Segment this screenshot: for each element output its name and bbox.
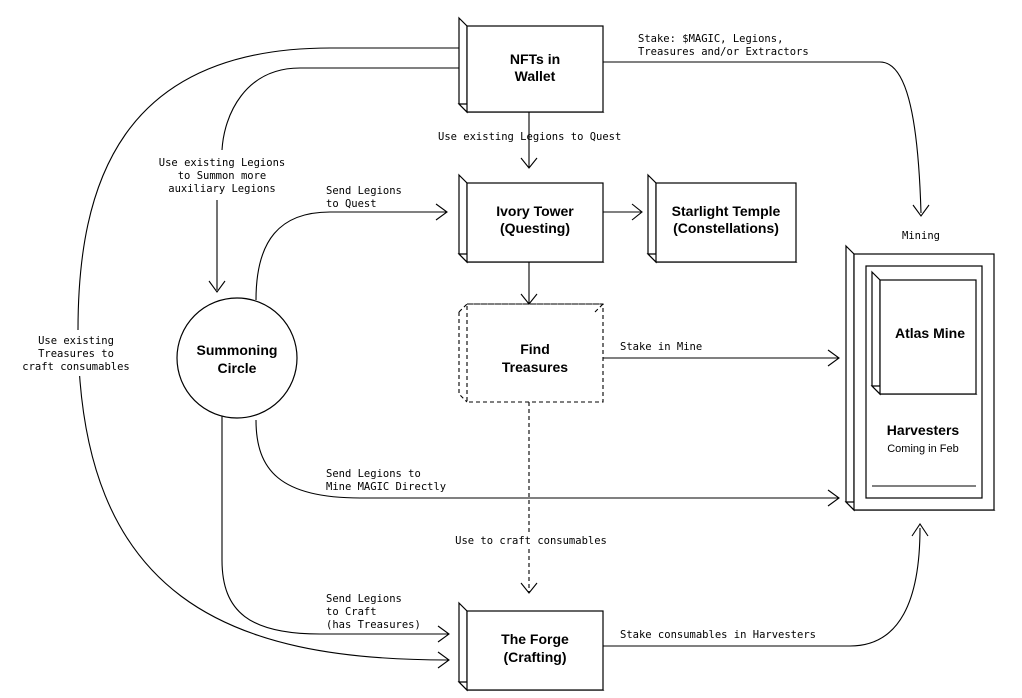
label-use-treasures-line3: craft consumables: [22, 361, 129, 373]
mining-label: Mining: [902, 230, 940, 242]
label-use-to-craft: Use to craft consumables: [455, 535, 607, 547]
label-send-legions-quest-line1: Send Legions: [326, 185, 402, 197]
nfts-title-line1: NFTs in: [510, 51, 560, 67]
label-stake-magic-line2: Treasures and/or Extractors: [638, 46, 809, 58]
node-starlight-temple: Starlight Temple (Constellations): [646, 173, 798, 264]
label-stake-consumables: Stake consumables in Harvesters: [620, 629, 816, 641]
summoning-title-line2: Circle: [218, 360, 257, 376]
arrowhead-forge-outer: [437, 651, 450, 669]
node-atlas-mine: Atlas Mine: [870, 270, 978, 396]
arrowhead-mine-mid: [827, 349, 840, 367]
node-find-treasures: Find Treasures: [458, 303, 604, 403]
arrowhead-ivory-left: [435, 203, 448, 221]
label-use-legions-summon-line2: to Summon more: [178, 170, 267, 182]
summoning-title-line1: Summoning: [197, 342, 278, 358]
edge-stake-to-mine: [598, 61, 922, 214]
label-use-legions-summon-line1: Use existing Legions: [159, 157, 285, 169]
ivory-title-line2: (Questing): [500, 220, 570, 236]
arrowhead-forge-mid: [437, 625, 450, 643]
node-harvesters: Harvesters Coming in Feb: [887, 422, 960, 455]
edge-summoning-to-mine: [255, 419, 838, 499]
label-use-treasures-line2: Treasures to: [38, 348, 114, 360]
treasures-title-line1: Find: [520, 341, 550, 357]
connectors: [77, 47, 930, 669]
node-ivory-tower: Ivory Tower (Questing): [457, 173, 605, 264]
harvesters-sub: Coming in Feb: [887, 443, 959, 455]
treasures-title-line2: Treasures: [502, 359, 568, 375]
label-send-legions-mine-line1: Send Legions to: [326, 468, 421, 480]
edge-summoning-to-ivory: [255, 211, 446, 301]
forge-title-line2: (Crafting): [504, 649, 567, 665]
label-use-treasures-line1: Use existing: [38, 335, 114, 347]
arrowhead-starlight: [631, 203, 643, 221]
edge-summoning-to-forge: [221, 415, 448, 635]
edge-forge-to-harvesters: [603, 527, 921, 647]
arrowhead-summoning-top: [208, 280, 226, 293]
harvesters-title: Harvesters: [887, 422, 960, 438]
label-stake-in-mine: Stake in Mine: [620, 341, 702, 353]
label-use-legions-quest: Use existing Legions to Quest: [438, 131, 621, 143]
starlight-title-line2: (Constellations): [673, 220, 779, 236]
arrowhead-ivory-top: [520, 157, 538, 169]
starlight-title-line1: Starlight Temple: [672, 203, 781, 219]
edge-nfts-to-summoning: [221, 67, 459, 151]
label-send-legions-craft-line2: to Craft: [326, 606, 377, 618]
arrowhead-mine-low: [827, 489, 840, 507]
label-send-legions-quest-line2: to Quest: [326, 198, 377, 210]
label-use-legions-summon-line3: auxiliary Legions: [168, 183, 275, 195]
nfts-title-line2: Wallet: [515, 68, 556, 84]
label-send-legions-mine-line2: Mine MAGIC Directly: [326, 481, 446, 493]
label-stake-magic-line1: Stake: $MAGIC, Legions,: [638, 33, 783, 45]
atlas-mine-title: Atlas Mine: [895, 325, 965, 341]
forge-title-line1: The Forge: [501, 631, 569, 647]
label-send-legions-craft-line1: Send Legions: [326, 593, 402, 605]
edge-labels: Stake: $MAGIC, Legions, Treasures and/or…: [16, 33, 816, 641]
arrowhead-forge-top: [520, 582, 538, 594]
node-nfts-in-wallet: NFTs in Wallet: [457, 16, 605, 114]
label-send-legions-craft-line3: (has Treasures): [326, 619, 421, 631]
node-summoning-circle: Summoning Circle: [176, 297, 298, 419]
ivory-title-line1: Ivory Tower: [496, 203, 574, 219]
node-the-forge: The Forge (Crafting): [457, 601, 605, 692]
arrowhead-stake-mine: [912, 204, 930, 217]
arrowhead-harvesters: [911, 523, 929, 537]
